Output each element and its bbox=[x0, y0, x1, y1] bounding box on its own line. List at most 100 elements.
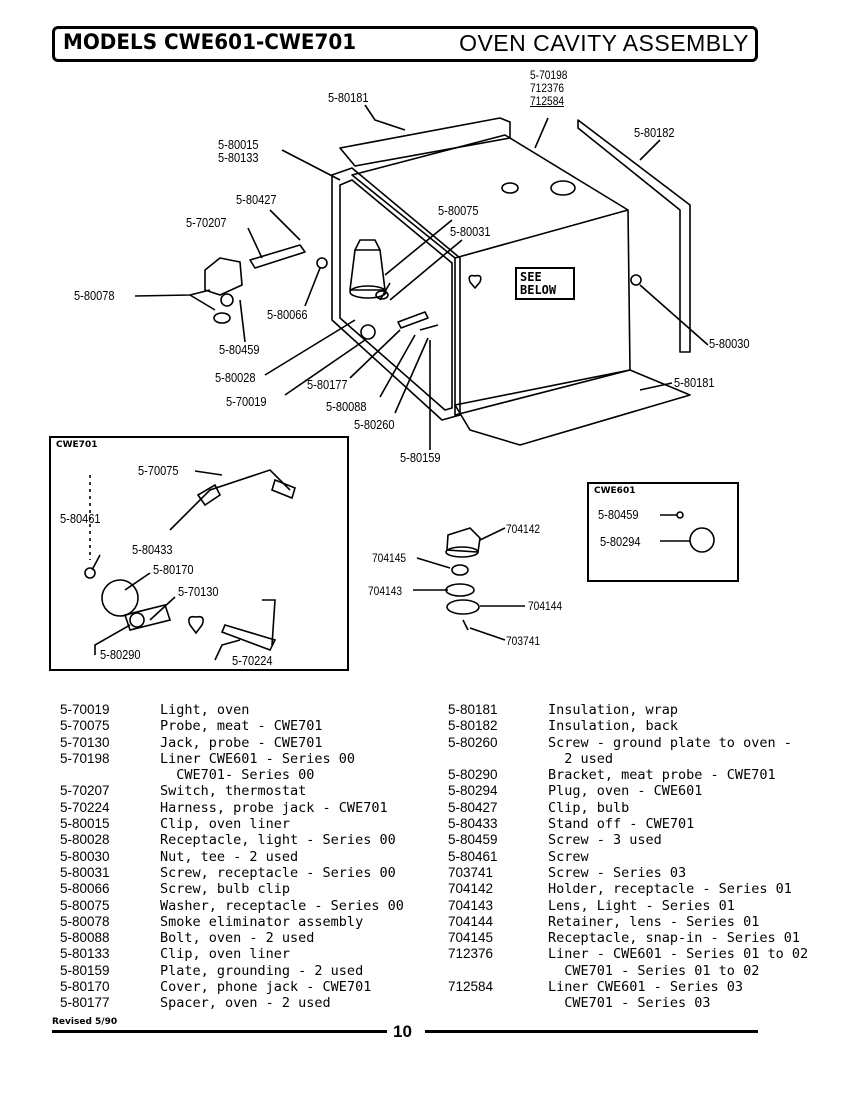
oven-plug bbox=[689, 527, 715, 553]
oven-spacer bbox=[397, 311, 429, 329]
part-description: Screw, bulb clip bbox=[160, 881, 291, 898]
parts-row: 5-70224 Harness, probe jack - CWE701 bbox=[60, 800, 404, 816]
part-description: Liner CWE601 - Series 00 bbox=[160, 750, 356, 767]
thermostat-switch bbox=[249, 244, 306, 269]
callout-5-80170: 5-80170 bbox=[153, 562, 194, 577]
part-number: 704142 bbox=[448, 881, 494, 897]
callout-5-80427: 5-80427 bbox=[236, 192, 277, 207]
part-number: 5-70207 bbox=[60, 783, 110, 799]
leader-80260 bbox=[394, 337, 429, 414]
part-description: Holder, receptacle - Series 01 bbox=[548, 881, 792, 898]
callout-5-80078: 5-80078 bbox=[74, 288, 115, 303]
part-number: 5-80015 bbox=[60, 816, 110, 832]
smoke-eliminator-washer bbox=[213, 312, 231, 324]
part-number: 5-80159 bbox=[60, 962, 110, 978]
standoff bbox=[84, 567, 96, 579]
liner-right-side bbox=[454, 209, 631, 416]
oven-bulb bbox=[360, 324, 376, 340]
callout-5-70130: 5-70130 bbox=[178, 584, 219, 599]
part-description: 2 used bbox=[548, 750, 614, 767]
part-number: 5-80461 bbox=[448, 848, 498, 864]
part-description: Receptacle, snap-in - Series 01 bbox=[548, 930, 800, 947]
leader-80181-bottom bbox=[639, 382, 673, 391]
page-title: OVEN CAVITY ASSEMBLY bbox=[459, 30, 749, 56]
probe-plug bbox=[271, 478, 296, 500]
probe-jack bbox=[123, 604, 172, 631]
page-number: 10 bbox=[393, 1022, 412, 1041]
harness-lead bbox=[262, 599, 276, 646]
leader-70207 bbox=[247, 227, 263, 259]
part-number: 5-80433 bbox=[448, 816, 498, 832]
part-description: CWE701 - Series 01 to 02 bbox=[548, 962, 760, 979]
leader-80066 bbox=[304, 267, 321, 307]
leader-80181-top bbox=[364, 104, 406, 131]
part-description: CWE701 - Series 03 bbox=[548, 995, 711, 1012]
part-description: Screw - ground plate to oven - bbox=[548, 734, 792, 751]
callout-5-80028: 5-80028 bbox=[215, 370, 256, 385]
part-number: 5-70130 bbox=[60, 734, 110, 750]
receptacle-washer bbox=[375, 290, 389, 300]
part-description: Screw - 3 used bbox=[548, 832, 662, 849]
part-description: Bolt, oven - 2 used bbox=[160, 930, 315, 947]
receptacle-top bbox=[354, 239, 381, 251]
leader-liner bbox=[534, 117, 549, 149]
callout-704144: 704144 bbox=[528, 599, 563, 613]
tee-nut bbox=[630, 274, 642, 286]
callout-5-80030: 5-80030 bbox=[709, 336, 750, 351]
parts-row: 5-80427 Clip, bulb bbox=[448, 800, 808, 816]
part-description: Jack, probe - CWE701 bbox=[160, 734, 323, 751]
parts-row: 5-70130 Jack, probe - CWE701 bbox=[60, 735, 404, 751]
part-description: Screw, receptacle - Series 00 bbox=[160, 864, 396, 881]
smoke-eliminator bbox=[204, 257, 243, 296]
part-description: Harness, probe jack - CWE701 bbox=[160, 799, 388, 816]
part-number: 704144 bbox=[448, 913, 494, 929]
part-number bbox=[60, 767, 160, 783]
part-number bbox=[448, 995, 548, 1011]
part-description: Probe, meat - CWE701 bbox=[160, 718, 323, 735]
part-description: Clip, bulb bbox=[548, 799, 630, 816]
part-description: Stand off - CWE701 bbox=[548, 816, 695, 833]
callout-5-80461: 5-80461 bbox=[60, 511, 101, 526]
parts-row: CWE701 - Series 03 bbox=[448, 995, 808, 1011]
part-description: Liner - CWE601 - Series 01 to 02 bbox=[548, 946, 809, 963]
insulation-wrap-bottom bbox=[454, 369, 691, 446]
callout-5-70198: 5-70198 bbox=[530, 68, 568, 82]
leader-80030 bbox=[639, 284, 709, 346]
part-number: 5-80182 bbox=[448, 718, 498, 734]
leader-80078a bbox=[134, 289, 211, 297]
part-number: 5-80459 bbox=[448, 832, 498, 848]
callout-5-80181-bottom: 5-80181 bbox=[674, 375, 715, 390]
part-number: 703741 bbox=[448, 864, 494, 880]
callout-5-80177: 5-80177 bbox=[307, 377, 348, 392]
callout-5-80075: 5-80075 bbox=[438, 203, 479, 218]
light-lens bbox=[445, 583, 475, 597]
cwe601-box-title: CWE601 bbox=[594, 486, 636, 496]
part-number: 5-80133 bbox=[60, 946, 110, 962]
callout-5-80015: 5-80015 bbox=[218, 137, 259, 152]
parts-row: 5-80459 Screw - 3 used bbox=[448, 832, 808, 848]
probe-harness bbox=[220, 624, 277, 652]
revised-date: Revised 5/90 bbox=[52, 1017, 118, 1027]
parts-row: CWE701- Series 00 bbox=[60, 767, 404, 783]
part-description: Clip, oven liner bbox=[160, 816, 291, 833]
receptacle-body bbox=[349, 249, 386, 291]
part-number: 5-80427 bbox=[448, 799, 498, 815]
part-description: Smoke eliminator assembly bbox=[160, 913, 364, 930]
liner-top-face bbox=[351, 134, 629, 259]
part-description: Lens, Light - Series 01 bbox=[548, 897, 735, 914]
leader-80290 bbox=[94, 624, 131, 655]
part-number: 5-70224 bbox=[60, 799, 110, 815]
cwe601-inset-box bbox=[587, 482, 739, 582]
